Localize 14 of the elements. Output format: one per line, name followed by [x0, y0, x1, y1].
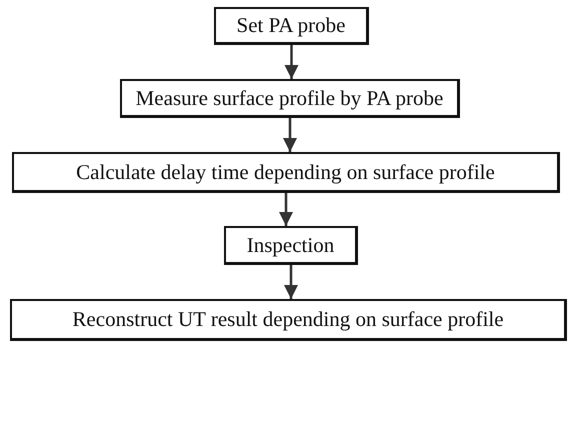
arrow — [284, 45, 298, 79]
process-box — [120, 79, 460, 118]
arrow — [283, 118, 297, 152]
step-label: Inspection — [246, 232, 334, 258]
arrow — [279, 193, 293, 226]
step-label: Calculate delay time depending on surface profile — [76, 160, 495, 184]
process-box — [12, 152, 560, 193]
step-label: Measure surface profile by PA probe — [136, 86, 444, 110]
arrow — [284, 265, 298, 299]
step-label: Reconstruct UT result depending on surface profile — [72, 307, 504, 332]
process-box — [10, 299, 567, 341]
step-label: Set PA probe — [236, 13, 346, 38]
process-box — [224, 226, 358, 265]
process-box — [214, 7, 369, 45]
